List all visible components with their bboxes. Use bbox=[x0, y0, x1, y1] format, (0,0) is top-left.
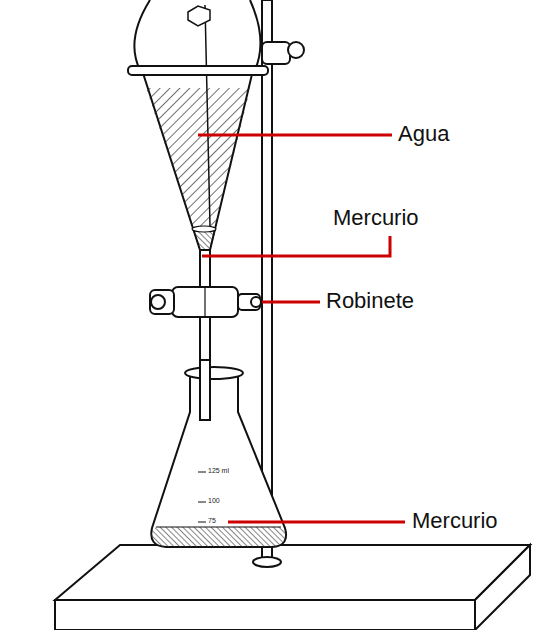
stopcock bbox=[150, 287, 261, 317]
leader-line bbox=[198, 134, 392, 137]
leader-line bbox=[202, 236, 390, 256]
part-label: Robinete bbox=[326, 288, 414, 313]
funnel bbox=[134, 0, 260, 425]
graduation-mark: 100 bbox=[208, 497, 220, 505]
graduation-mark: 125 ml bbox=[208, 467, 229, 475]
clamp bbox=[128, 42, 304, 75]
part-label: Mercurio bbox=[412, 508, 498, 533]
leader-line bbox=[228, 521, 405, 524]
leader-lines bbox=[198, 135, 405, 522]
graduation-mark: 75 bbox=[208, 517, 216, 525]
erlenmeyer-flask bbox=[151, 360, 286, 547]
part-label: Agua bbox=[398, 121, 449, 146]
stand-base bbox=[55, 545, 530, 630]
part-label: Mercurio bbox=[333, 205, 419, 230]
leader-line bbox=[262, 301, 320, 304]
